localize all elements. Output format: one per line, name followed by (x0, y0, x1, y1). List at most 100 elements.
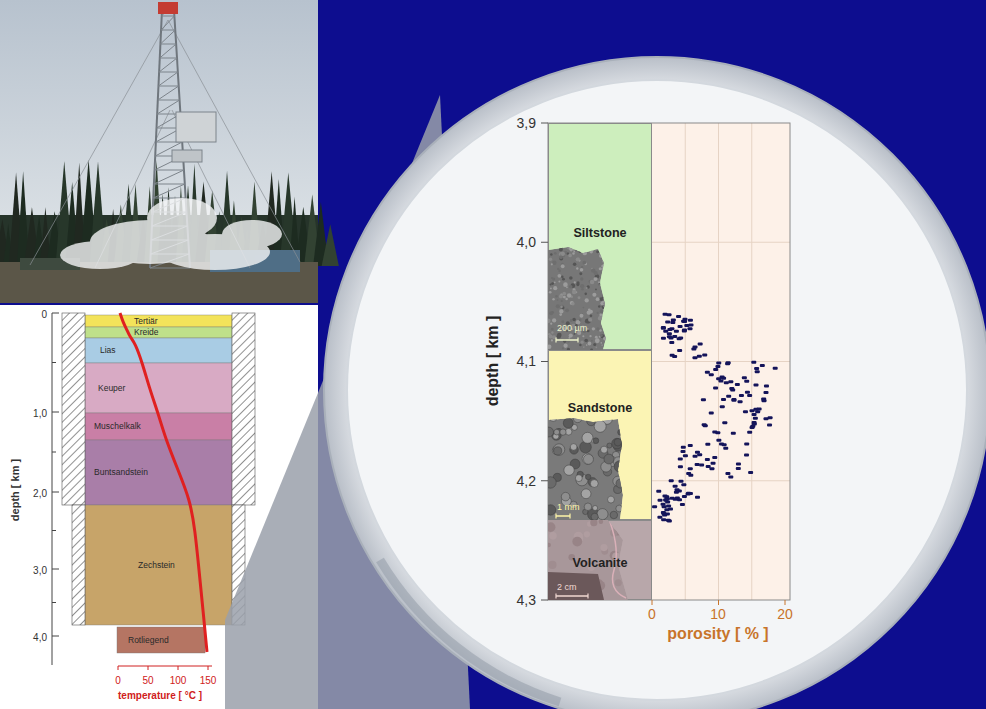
stratum-band: Kreide (85, 327, 232, 338)
grain (572, 252, 574, 254)
scale-label: 200 µm (549, 322, 651, 334)
grain (561, 264, 565, 268)
data-point (728, 380, 733, 383)
data-point (682, 495, 687, 498)
grain (574, 333, 576, 335)
data-point (736, 467, 741, 470)
grain (563, 344, 567, 348)
grain (583, 454, 593, 464)
grain (600, 250, 604, 254)
scale-bar-end (569, 514, 570, 519)
axis-tick (52, 492, 59, 493)
data-point (683, 454, 688, 457)
axis-tick (541, 480, 548, 481)
tree (322, 224, 339, 266)
grain (550, 414, 557, 421)
magnifier-ring (324, 57, 986, 709)
grain (564, 465, 574, 475)
rock-name: Sandstone (549, 400, 651, 416)
grain (592, 293, 596, 297)
data-point (695, 463, 700, 466)
axis-tick (541, 600, 548, 601)
tick-label: 1,0 (33, 408, 47, 419)
data-point (729, 387, 734, 390)
grain (599, 254, 603, 258)
grain (548, 319, 551, 324)
grain (582, 453, 593, 464)
strata-fills (85, 315, 232, 653)
data-point (748, 471, 753, 474)
grain (596, 346, 598, 348)
grain (610, 511, 618, 519)
scale-bar (556, 339, 578, 341)
data-point (755, 410, 760, 413)
data-point (678, 336, 683, 339)
data-point (743, 410, 748, 413)
steam (147, 198, 217, 238)
data-point (661, 337, 666, 340)
grain (587, 311, 591, 315)
tick-label: 150 (200, 675, 217, 686)
label-holder: 100 (170, 670, 187, 688)
axis-tick (541, 123, 548, 124)
data-point (665, 320, 670, 323)
data-point (657, 516, 662, 519)
data-point (754, 367, 759, 370)
grain (590, 314, 593, 317)
grain (576, 267, 578, 269)
stratum-name: Zechstein (137, 561, 176, 570)
stratum-fill (85, 338, 232, 363)
rig-brace (153, 184, 185, 198)
grain (603, 281, 605, 283)
axis-tick (541, 242, 548, 243)
grain (560, 429, 566, 435)
stratum-band: Buntsandstein (85, 440, 232, 505)
grain (563, 282, 568, 287)
grain (570, 444, 577, 451)
data-point (664, 508, 669, 511)
grain (598, 284, 600, 286)
temperature-axis (118, 666, 212, 670)
data-point (721, 377, 726, 380)
stratum-fill (117, 627, 205, 653)
axis-tick (52, 530, 56, 531)
grain (602, 267, 606, 271)
grain (559, 313, 562, 316)
grain (553, 444, 565, 456)
stratum-fill (85, 505, 232, 625)
data-point (709, 411, 714, 414)
grain (548, 543, 551, 548)
grain (554, 252, 557, 255)
scale-bar-end (555, 594, 556, 599)
grain (570, 319, 573, 322)
data-point (753, 417, 758, 420)
grain (595, 336, 598, 339)
grain (586, 344, 588, 346)
data-point (693, 356, 698, 359)
stratum-band: Rotliegend (117, 627, 205, 653)
grain (562, 278, 565, 281)
grain (599, 267, 602, 270)
data-point (731, 432, 736, 435)
grain (598, 316, 602, 320)
grain (601, 283, 604, 286)
label-holder: 0 (115, 670, 121, 688)
grain (560, 305, 565, 310)
grain (569, 333, 573, 337)
grain (565, 308, 569, 312)
grain (565, 298, 568, 301)
data-point (680, 450, 685, 453)
grain (590, 280, 595, 285)
grain (583, 261, 587, 265)
data-point (666, 519, 671, 522)
scale-label: 1 mm (549, 501, 651, 513)
scale-bar-end (577, 338, 578, 343)
texture-ground (548, 247, 606, 350)
grain (604, 454, 614, 464)
axis-tick (785, 600, 786, 605)
label-holder: porosity [ % ] (667, 625, 768, 643)
rig-brace (159, 72, 178, 73)
data-point (722, 443, 727, 446)
axis-tick (148, 666, 149, 670)
label-holder: 0 (648, 605, 656, 623)
